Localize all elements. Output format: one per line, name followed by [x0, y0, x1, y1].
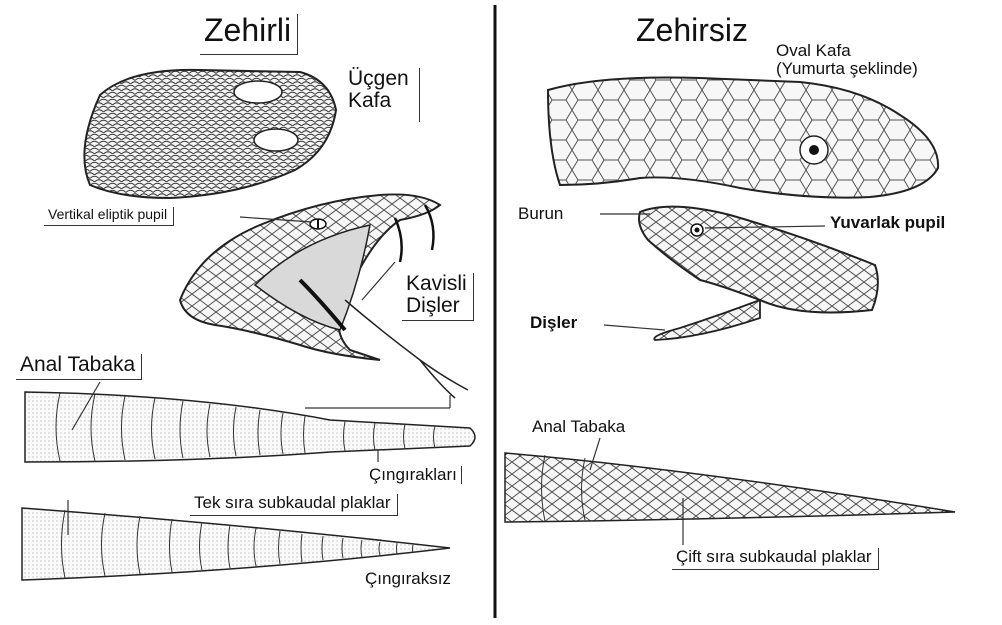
no-rattle-label: Çıngıraksız: [365, 570, 451, 588]
oval-head-line-2: (Yumurta şeklinde): [776, 60, 918, 78]
head-shape-line-1: Üçgen: [348, 68, 409, 90]
oval-head-label: Oval Kafa (Yumurta şeklinde): [776, 42, 918, 78]
curved-fangs-label: Kavisli Dişler: [402, 273, 474, 321]
double-row-subcaudal-label: Çift sıra subkaudal plaklar: [672, 548, 879, 570]
oval-head-drawing: [548, 78, 938, 198]
teeth-label: Dişler: [530, 314, 577, 332]
venomous-title: Zehirli: [200, 14, 298, 55]
rattle-label: Çıngırakları: [369, 466, 462, 484]
nose-label: Burun: [518, 205, 563, 223]
single-row-subcaudal-label: Tek sıra subkaudal plaklar: [190, 494, 398, 516]
fangs-line-1: Kavisli: [406, 273, 467, 295]
anal-plate-label-left: Anal Tabaka: [16, 354, 142, 380]
vertical-pupil-label: Vertikal eliptik pupil: [44, 207, 174, 226]
head-shape-label: Üçgen Kafa: [348, 68, 420, 122]
anal-plate-label-right: Anal Tabaka: [532, 418, 625, 436]
fangs-line-2: Dişler: [406, 295, 467, 317]
round-pupil-label: Yuvarlak pupil: [830, 214, 945, 232]
rattle-tail-drawing: [25, 392, 475, 462]
head-shape-line-2: Kafa: [348, 90, 409, 112]
triangular-head-drawing: [84, 70, 336, 198]
nonvenomous-tail-drawing: [505, 453, 955, 522]
nonvenomous-title: Zehirsiz: [636, 14, 748, 48]
oval-head-line-1: Oval Kafa: [776, 42, 918, 60]
